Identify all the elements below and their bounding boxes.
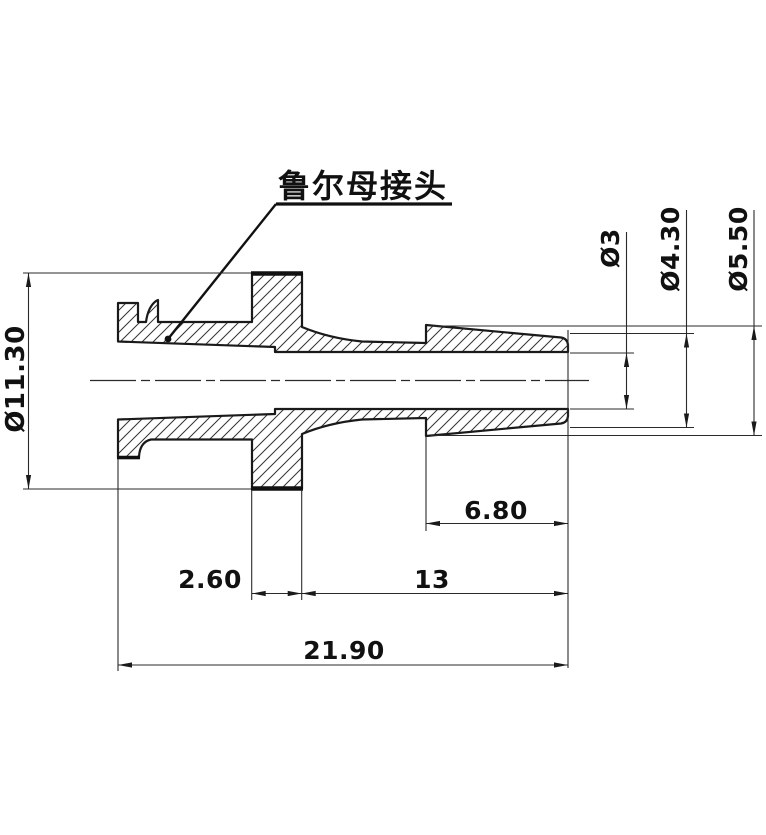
dim-flange-diameter: Ø11.30 — [1, 272, 251, 490]
dim-label-barb-length: 6.80 — [464, 496, 528, 525]
dim-barb-length: 6.80 — [425, 437, 568, 531]
callout: 鲁尔母接头 — [164, 167, 452, 343]
dim-label-flange-diameter: Ø11.30 — [1, 325, 31, 432]
dim-barb-diameter: Ø5.50 — [431, 206, 762, 437]
dim-arrows-flange-thickness — [251, 590, 302, 597]
dim-label-tip-diameter: Ø4.30 — [656, 206, 685, 291]
dim-label-overall-length: 21.90 — [303, 636, 385, 665]
dim-label-barb-diameter: Ø5.50 — [724, 206, 753, 291]
dim-flange-thickness-and-shaft: 2.60 13 — [178, 490, 568, 600]
leader-line — [167, 203, 277, 340]
dim-bore-diameter: Ø3 — [570, 228, 634, 410]
dim-label-flange-thickness: 2.60 — [178, 565, 242, 594]
part-upper-wall-section — [116, 271, 570, 354]
leader-end-dot — [164, 335, 172, 343]
dim-overall-length: 21.90 — [117, 459, 568, 671]
dim-label-bore-diameter: Ø3 — [596, 228, 625, 268]
callout-label: 鲁尔母接头 — [278, 167, 448, 205]
dim-arrows-bore-diameter — [623, 353, 630, 409]
dim-tip-diameter: Ø4.30 — [570, 206, 694, 429]
dim-label-shaft-length: 13 — [414, 565, 450, 594]
